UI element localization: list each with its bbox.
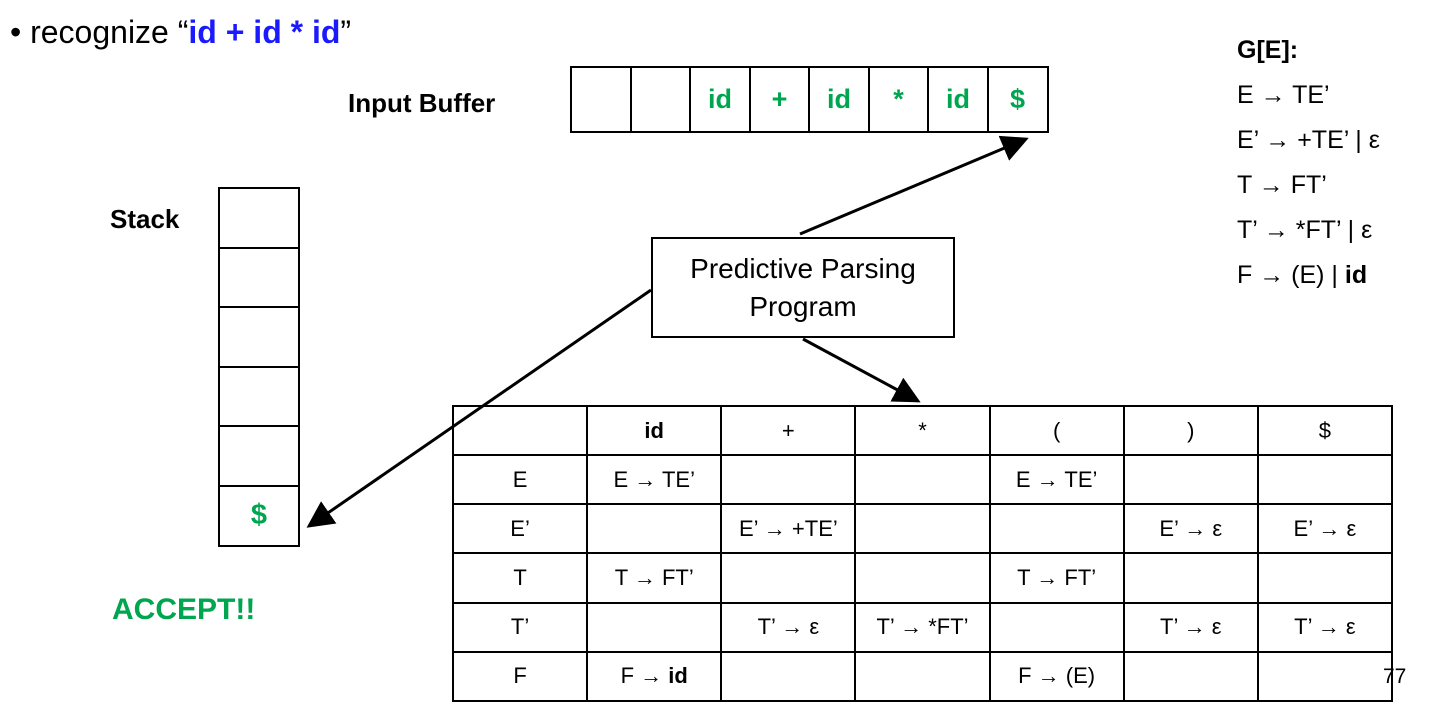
table-cell: T’ → ε [1122, 601, 1259, 653]
buffer-cell-end-marker: $ [986, 66, 1049, 133]
stack-cell [218, 246, 300, 309]
grammar-rule: E’ → +TE’ | ε [1237, 126, 1380, 154]
stack-cell [218, 187, 300, 249]
table-cell: E → TE’ [988, 454, 1125, 506]
buffer-cell [629, 66, 692, 133]
table-cell [854, 650, 991, 703]
table-cell [1256, 650, 1394, 703]
table-cell: T → FT’ [988, 552, 1125, 604]
grammar-rule: T’ → *FT’ | ε [1237, 216, 1373, 244]
table-cell [854, 454, 991, 506]
stack-cell [218, 306, 300, 368]
table-header-star: * [854, 404, 991, 457]
table-row-Tprime: T’ T’ → ε T’ → *FT’ T’ → ε T’ → ε [451, 601, 1394, 653]
stack-cell [218, 425, 300, 487]
table-cell: E → TE’ [586, 454, 723, 506]
table-cell: E’ → ε [1122, 503, 1259, 555]
row-header: E’ [451, 503, 589, 555]
stack-cell [218, 365, 300, 428]
grammar-rule: F → (E) | id [1237, 261, 1368, 289]
program-box-line2: Program [749, 290, 857, 322]
table-cell [854, 552, 991, 604]
table-cell: F → (E) [988, 650, 1125, 703]
table-row-F: F F → id F → (E) [451, 650, 1394, 703]
table-cell [586, 503, 723, 555]
grammar-rule: T → FT’ [1237, 171, 1327, 199]
table-cell: T’ → *FT’ [854, 601, 991, 653]
grammar-block: G[E]: E → TE’ E’ → +TE’ | ε T → FT’ T’ →… [1237, 28, 1380, 298]
stack: $ [218, 187, 300, 547]
predictive-parsing-program-box: Predictive Parsing Program [651, 237, 955, 338]
row-header: F [451, 650, 589, 703]
buffer-cell: id [689, 66, 751, 133]
grammar-id-terminal: id [1344, 261, 1368, 289]
table-row-Eprime: E’ E’ → +TE’ E’ → ε E’ → ε [451, 503, 1394, 555]
table-header-dollar: $ [1256, 404, 1394, 457]
table-cell [854, 503, 991, 555]
title-text: recognize [30, 14, 178, 50]
stack-cell-bottom-marker: $ [218, 484, 300, 547]
table-header-row: id + * ( ) $ [451, 404, 1394, 457]
arrow-program-to-table [802, 337, 921, 403]
table-cell: T’ → ε [1256, 601, 1394, 653]
slide-title: • recognize “id + id * id” [10, 14, 351, 51]
stack-label: Stack [110, 204, 180, 234]
arrow-program-to-buffer [799, 135, 1029, 236]
table-header-rparen: ) [1122, 404, 1259, 457]
open-quote: “ [177, 14, 189, 50]
table-header-lparen: ( [988, 404, 1125, 457]
table-row-T: T T → FT’ T → FT’ [451, 552, 1394, 604]
table-cell [988, 503, 1125, 555]
table-cell [1122, 552, 1259, 604]
buffer-cell: + [748, 66, 811, 133]
buffer-cell: id [927, 66, 989, 133]
row-header: T [451, 552, 589, 604]
page-number: 77 [1383, 665, 1407, 688]
table-cell [586, 601, 723, 653]
table-cell: E’ → ε [1256, 503, 1394, 555]
table-cell [720, 650, 857, 703]
ll1-parse-table: id + * ( ) $ E E → TE’ E → TE’ E’ E’ → +… [451, 404, 1394, 703]
table-cell: T → FT’ [586, 552, 723, 604]
table-cell-f-id: F → id [586, 650, 723, 703]
accept-status: ACCEPT!! [112, 593, 256, 626]
table-cell [1256, 454, 1394, 506]
buffer-cell: id [808, 66, 870, 133]
close-quote: ” [340, 14, 352, 50]
grammar-rule: E → TE’ [1237, 81, 1330, 109]
grammar-title: G[E]: [1237, 36, 1299, 64]
bullet-glyph: • [10, 14, 22, 50]
table-cell: T’ → ε [720, 601, 857, 653]
table-cell [720, 552, 857, 604]
buffer-cell [570, 66, 632, 133]
input-buffer-label: Input Buffer [348, 88, 496, 118]
table-cell [1256, 552, 1394, 604]
table-header-id: id [586, 404, 723, 457]
buffer-cell: * [867, 66, 930, 133]
program-box-line1: Predictive Parsing [690, 252, 916, 284]
table-corner-cell [451, 404, 589, 457]
input-buffer: id + id * id $ [570, 66, 1049, 133]
table-row-E: E E → TE’ E → TE’ [451, 454, 1394, 506]
table-cell: E’ → +TE’ [720, 503, 857, 555]
row-header: E [451, 454, 589, 506]
table-cell [720, 454, 857, 506]
table-cell [988, 601, 1125, 653]
table-cell [1122, 650, 1259, 703]
title-expression: id + id * id [188, 14, 341, 50]
table-cell [1122, 454, 1259, 506]
row-header: T’ [451, 601, 589, 653]
table-header-plus: + [720, 404, 857, 457]
